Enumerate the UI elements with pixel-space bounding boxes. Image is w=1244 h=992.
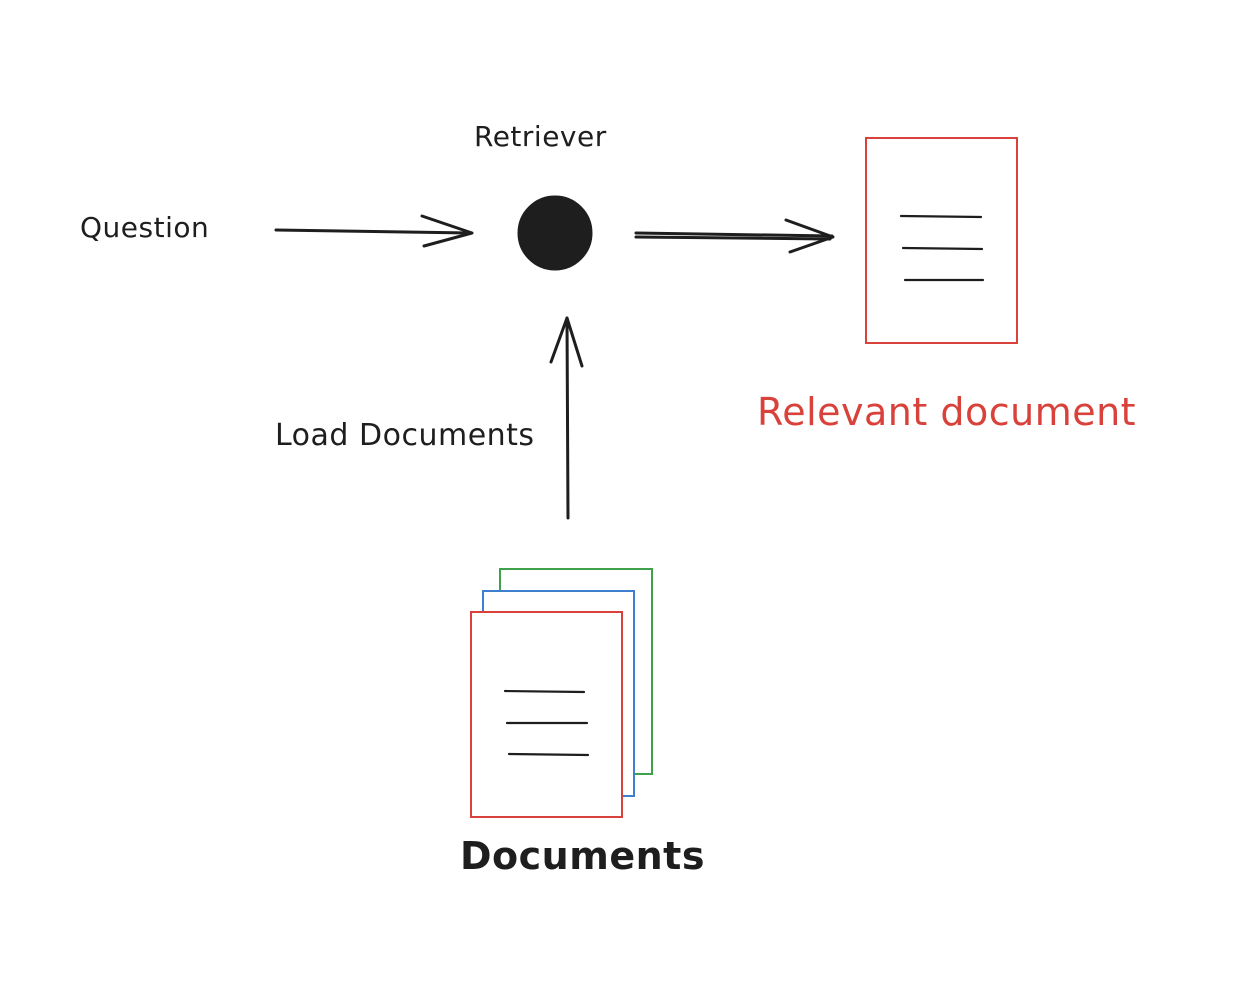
documents-stack-icon (470, 568, 653, 818)
relevant-document-icon (865, 137, 1018, 344)
retriever-label: Retriever (474, 120, 607, 153)
retriever-node (517, 195, 593, 271)
documents-label: Documents (460, 834, 705, 878)
question-label: Question (80, 211, 210, 244)
load-documents-label: Load Documents (275, 418, 535, 453)
question-to-retriever-arrow (274, 214, 474, 248)
relevant-document-label: Relevant document (757, 390, 1137, 434)
load-documents-arrow (549, 316, 584, 520)
retriever-to-relevant-arrow (634, 218, 835, 254)
